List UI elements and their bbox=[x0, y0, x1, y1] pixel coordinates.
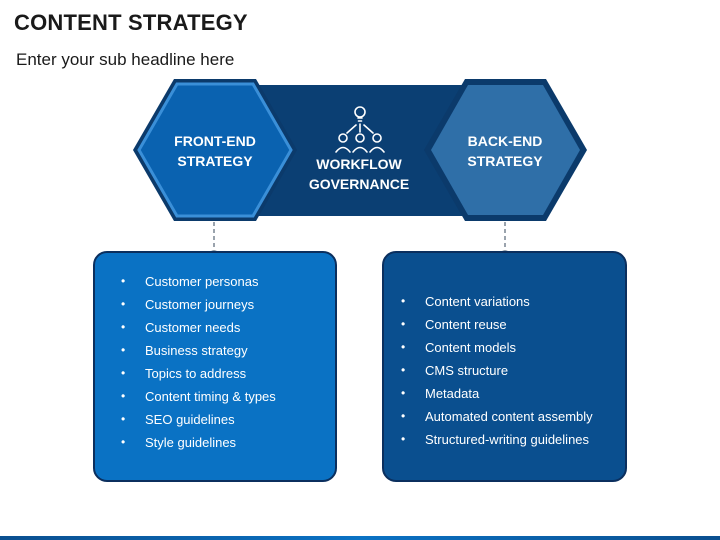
left-hexagon bbox=[137, 82, 293, 218]
list-item: Content models bbox=[401, 336, 593, 359]
list-item: Content reuse bbox=[401, 313, 593, 336]
back-end-strategy-label: BACK-END STRATEGY bbox=[440, 131, 570, 171]
list-item: Topics to address bbox=[121, 362, 276, 385]
list-item: Structured-writing guidelines bbox=[401, 428, 593, 451]
front-end-label-line2: STRATEGY bbox=[177, 153, 253, 169]
front-end-label-line1: FRONT-END bbox=[174, 133, 256, 149]
back-end-label-line1: BACK-END bbox=[467, 133, 543, 149]
team-idea-icon bbox=[335, 106, 385, 153]
list-item: Business strategy bbox=[121, 339, 276, 362]
back-end-label-line2: STRATEGY bbox=[467, 153, 543, 169]
list-item: Style guidelines bbox=[121, 431, 276, 454]
list-item: Content variations bbox=[401, 290, 593, 313]
front-end-strategy-label: FRONT-END STRATEGY bbox=[150, 131, 280, 171]
list-item: Content timing & types bbox=[121, 385, 276, 408]
list-item: Customer journeys bbox=[121, 293, 276, 316]
center-label-line2: GOVERNANCE bbox=[308, 176, 410, 192]
list-item: Metadata bbox=[401, 382, 593, 405]
list-item: Customer personas bbox=[121, 270, 276, 293]
front-end-list: Customer personas Customer journeys Cust… bbox=[121, 270, 276, 454]
list-item: CMS structure bbox=[401, 359, 593, 382]
workflow-governance-label: WORKFLOW GOVERNANCE bbox=[296, 154, 422, 194]
right-hexagon bbox=[431, 85, 580, 215]
page-subtitle: Enter your sub headline here bbox=[16, 50, 235, 69]
bottom-accent-bar bbox=[0, 536, 720, 540]
front-end-details-box: Customer personas Customer journeys Cust… bbox=[93, 251, 337, 482]
back-end-details-box: Content variations Content reuse Content… bbox=[382, 251, 627, 482]
list-item: SEO guidelines bbox=[121, 408, 276, 431]
center-label-line1: WORKFLOW bbox=[316, 156, 402, 172]
page-title: CONTENT STRATEGY bbox=[14, 10, 248, 35]
list-item: Customer needs bbox=[121, 316, 276, 339]
back-end-list: Content variations Content reuse Content… bbox=[401, 290, 593, 451]
list-item: Automated content assembly bbox=[401, 405, 593, 428]
